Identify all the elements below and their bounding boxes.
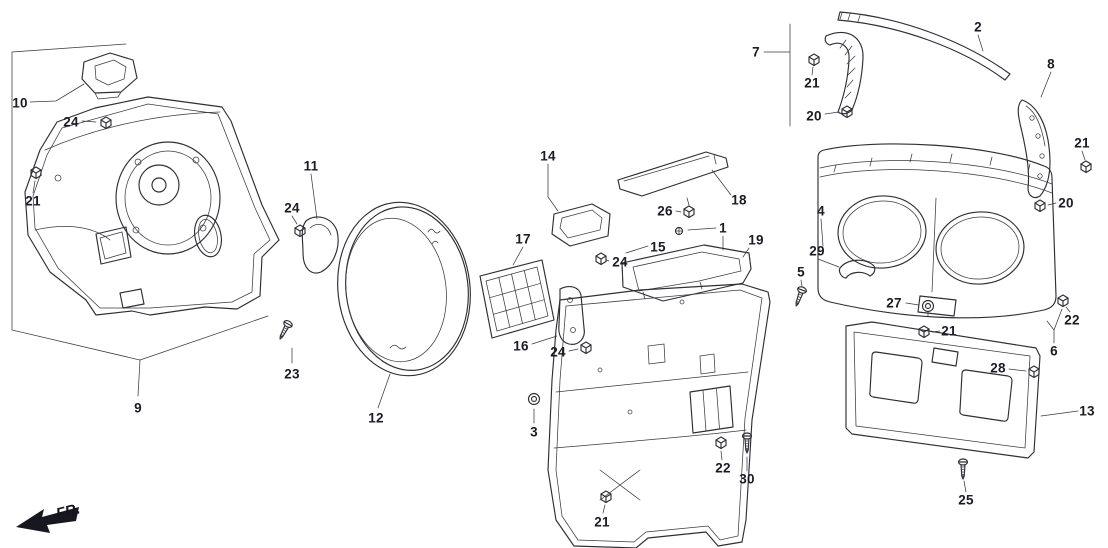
part-callout-26-15: 26 [657, 203, 673, 219]
clip-24-left-top [81, 116, 112, 130]
grommet-3 [527, 392, 541, 424]
part-callout-24-1: 24 [63, 114, 79, 130]
part-side-lining-panel [547, 283, 771, 548]
part-callout-21-33: 21 [941, 323, 957, 339]
screw-25 [957, 458, 969, 493]
part-callout-24-4: 24 [284, 200, 300, 216]
part-tailgate-upper-lining-6 [817, 143, 1057, 319]
screw-23 [275, 318, 294, 364]
group-boundary-handle-7 [763, 23, 791, 127]
clip-24-pocket [595, 245, 649, 266]
screw-30 [741, 432, 753, 472]
part-vent-grid-17 [479, 246, 555, 339]
part-callout-20-25: 20 [806, 108, 822, 124]
part-callout-2-22: 2 [974, 19, 982, 35]
part-tailgate-lower-lining-13 [845, 321, 1079, 459]
part-grab-handle-7 [824, 31, 864, 115]
clip-22-center [715, 436, 727, 461]
part-callout-22-20: 22 [715, 460, 731, 476]
part-callout-30-21: 30 [739, 471, 755, 487]
clip-21-bottom [600, 490, 612, 514]
clip-20-handle [824, 105, 853, 119]
part-callout-21-27: 21 [1074, 135, 1090, 151]
part-molding-strip-2 [837, 11, 1011, 81]
part-callout-21-24: 21 [804, 75, 820, 91]
part-callout-10-0: 10 [12, 95, 28, 111]
part-callout-29-30: 29 [809, 243, 825, 259]
group-boundary-left [11, 43, 269, 397]
part-callout-16-12: 16 [513, 338, 529, 354]
part-callout-9-6: 9 [134, 400, 142, 416]
part-callout-14-8: 14 [540, 148, 556, 164]
fr-direction-arrow [16, 507, 79, 533]
clip-26 [675, 197, 695, 219]
part-cap-10 [29, 52, 138, 103]
part-callout-21-2: 21 [25, 193, 41, 209]
part-callout-11-3: 11 [303, 158, 319, 174]
part-callout-24-13: 24 [550, 344, 566, 360]
part-callout-20-28: 20 [1058, 195, 1074, 211]
clip-21-right [1080, 150, 1092, 174]
clip-28 [1008, 365, 1040, 379]
part-armrest-box-1-19 [621, 226, 752, 302]
clip-21-handle [808, 53, 820, 76]
part-callout-17-9: 17 [515, 231, 531, 247]
part-pocket-14 [547, 163, 611, 247]
part-bracket-16 [531, 286, 585, 345]
part-cover-11 [301, 173, 339, 274]
leader-6 [1046, 308, 1063, 344]
part-callout-7-23: 7 [752, 44, 760, 60]
part-spare-tire-cover-12 [337, 201, 471, 409]
part-callout-8-26: 8 [1047, 56, 1055, 72]
part-callout-19-17: 19 [748, 232, 764, 248]
part-callout-4-29: 4 [817, 203, 825, 219]
clip-21-left [30, 166, 42, 194]
part-callout-25-38: 25 [958, 492, 974, 508]
part-callout-22-34: 22 [1064, 312, 1080, 328]
part-callout-27-32: 27 [886, 295, 902, 311]
clip-24-bracket [568, 341, 592, 355]
part-callout-3-18: 3 [530, 424, 538, 440]
part-lid-18 [617, 151, 732, 197]
clip-22-right [1057, 294, 1071, 313]
part-quarter-panel-lining [24, 96, 280, 316]
clip-24-cover [291, 215, 306, 238]
part-callout-18-14: 18 [731, 192, 747, 208]
part-callout-21-19: 21 [594, 514, 610, 530]
clip-20-right [1034, 199, 1057, 213]
part-callout-1-16: 1 [719, 220, 727, 236]
part-pillar-garnish-8 [1017, 71, 1052, 199]
part-callout-5-31: 5 [797, 264, 805, 280]
part-callout-12-7: 12 [368, 410, 384, 426]
part-callout-28-36: 28 [990, 360, 1006, 376]
part-callout-13-37: 13 [1079, 403, 1095, 419]
part-pull-handle-29 [817, 218, 876, 279]
part-callout-24-11: 24 [612, 254, 628, 270]
part-callout-15-10: 15 [650, 239, 666, 255]
screw-5 [791, 279, 808, 309]
part-callout-23-5: 23 [284, 366, 300, 382]
grommet-27 [905, 299, 935, 317]
part-callout-6-35: 6 [1050, 343, 1058, 359]
